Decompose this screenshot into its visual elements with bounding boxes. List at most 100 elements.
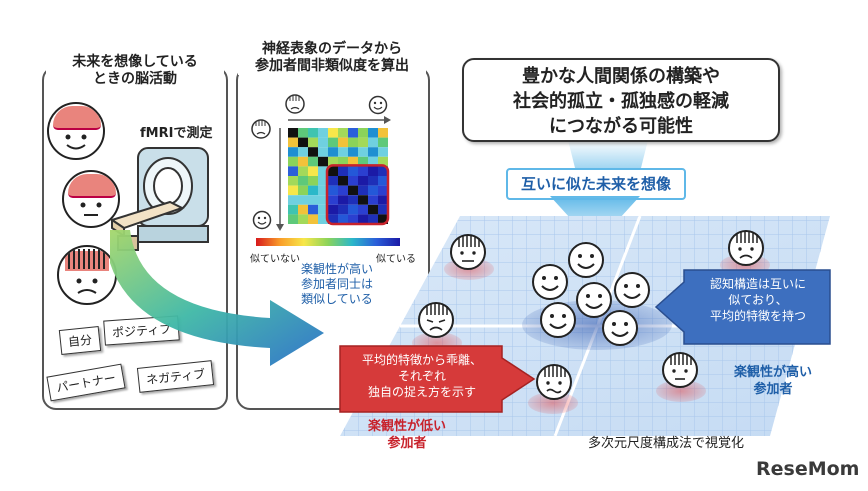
matrix-cell (378, 176, 388, 186)
matrix-cell (338, 214, 348, 224)
matrix-cell (288, 166, 298, 176)
matrix-cell (378, 204, 388, 215)
matrix-cell (308, 137, 318, 148)
matrix-cell (328, 137, 338, 148)
flow-arrow-icon (110, 230, 324, 366)
matrix-cell (298, 156, 308, 167)
matrix-cell (348, 128, 358, 138)
matrix-cell (318, 128, 328, 138)
brain-icon (68, 174, 116, 198)
matrix-cell (288, 176, 298, 186)
word-tag-self: 自分 (58, 325, 102, 356)
matrix-cell (328, 156, 338, 167)
matrix-cell (368, 156, 378, 167)
left-title-line1: 未来を想像している (72, 54, 198, 70)
matrix-cell (318, 195, 328, 205)
happy-face-icon (614, 272, 650, 308)
matrix-cell (358, 195, 368, 205)
middle-panel-title: 神経表象のデータから 参加者間非類似度を算出 (238, 41, 426, 75)
matrix-cell (378, 156, 388, 167)
sad-face-small-icon (285, 94, 305, 114)
matrix-cell (308, 185, 318, 196)
middle-title-line1: 神経表象のデータから (262, 41, 402, 57)
high-optimism-line1: 楽観性が高い (733, 365, 812, 380)
matrix-cell (378, 195, 388, 205)
matrix-cell (368, 166, 378, 176)
optimist-note-line2: 参加者同士は (300, 277, 373, 291)
matrix-cell (368, 147, 378, 157)
matrix-cell (378, 147, 388, 157)
matrix-cell (308, 156, 318, 167)
smile-face-icon (65, 134, 87, 150)
callout-right-line2: 似ており、 (728, 293, 788, 307)
callout-left-line1: 平均的特徴から乖離、 (361, 353, 482, 367)
matrix-cell (338, 156, 348, 167)
matrix-cell (368, 214, 378, 224)
low-optimism-line2: 参加者 (387, 436, 427, 451)
callout-left-line3: 独自の捉え方を示す (367, 385, 476, 399)
matrix-cell (288, 195, 298, 205)
matrix-cell (328, 195, 338, 205)
callout-arrow-red (339, 345, 536, 413)
matrix-cell (318, 147, 328, 157)
outlier-glow (528, 392, 578, 414)
matrix-cell (298, 166, 308, 176)
smile-face-small-icon (252, 210, 272, 230)
matrix-cell (328, 214, 338, 224)
matrix-cell (368, 128, 378, 138)
matrix-cell (358, 204, 368, 215)
matrix-cell (358, 166, 368, 176)
outlier-face-icon (418, 302, 454, 338)
callout-arrow-blue (654, 269, 831, 345)
matrix-cell (328, 147, 338, 157)
matrix-cell (318, 137, 328, 148)
matrix-cell (358, 156, 368, 167)
happy-face-icon (540, 302, 576, 338)
matrix-cell (338, 147, 348, 157)
callout-similar-futures: 互いに似た未来を想像 (506, 168, 686, 200)
face-happy-brain (47, 102, 105, 160)
outlier-face-icon (728, 230, 764, 266)
matrix-cell (328, 166, 338, 176)
happy-face-icon (602, 310, 638, 346)
matrix-cell (348, 214, 358, 224)
matrix-cell (318, 176, 328, 186)
outlier-face-icon (450, 234, 486, 270)
matrix-cell (288, 204, 298, 215)
low-optimism-label: 楽観性が低い 参加者 (352, 418, 462, 452)
matrix-cell (348, 185, 358, 196)
matrix-cell (308, 195, 318, 205)
matrix-cell (338, 176, 348, 186)
high-optimism-line2: 参加者 (753, 382, 793, 397)
matrix-cell (288, 137, 298, 148)
matrix-cell (358, 147, 368, 157)
matrix-cell (348, 176, 358, 186)
matrix-cell (288, 156, 298, 167)
fmri-label: fMRIで測定 (140, 126, 213, 141)
low-optimism-line1: 楽観性が低い (367, 419, 446, 434)
matrix-cell (288, 128, 298, 138)
matrix-axes (276, 116, 391, 231)
matrix-cell (308, 204, 318, 215)
optimist-note-line1: 楽観性が高い (300, 262, 373, 276)
matrix-cell (348, 137, 358, 148)
outlier-face-icon (536, 364, 572, 400)
smile-face-small-icon (368, 95, 388, 115)
matrix-cell (288, 214, 298, 224)
sad-face-icon (65, 249, 109, 294)
optimist-similar-note: 楽観性が高い 参加者同士は 類似している (292, 262, 382, 307)
headline-line2: 社会的孤立・孤独感の軽減 (513, 91, 729, 112)
matrix-cell (348, 204, 358, 215)
headline-line3: につながる可能性 (549, 116, 693, 137)
happy-face-icon (532, 264, 568, 300)
matrix-cell (378, 214, 388, 224)
callout-left-line2: それぞれ (397, 369, 446, 383)
callout-unique-views: 平均的特徴から乖離、 それぞれ 独自の捉え方を示す (342, 352, 502, 400)
matrix-cell (338, 137, 348, 148)
matrix-cell (358, 137, 368, 148)
matrix-cell (378, 128, 388, 138)
callout-right-line3: 平均的特徴を持つ (709, 309, 806, 323)
matrix-cell (298, 195, 308, 205)
matrix-cell (288, 147, 298, 157)
matrix-cell (308, 166, 318, 176)
